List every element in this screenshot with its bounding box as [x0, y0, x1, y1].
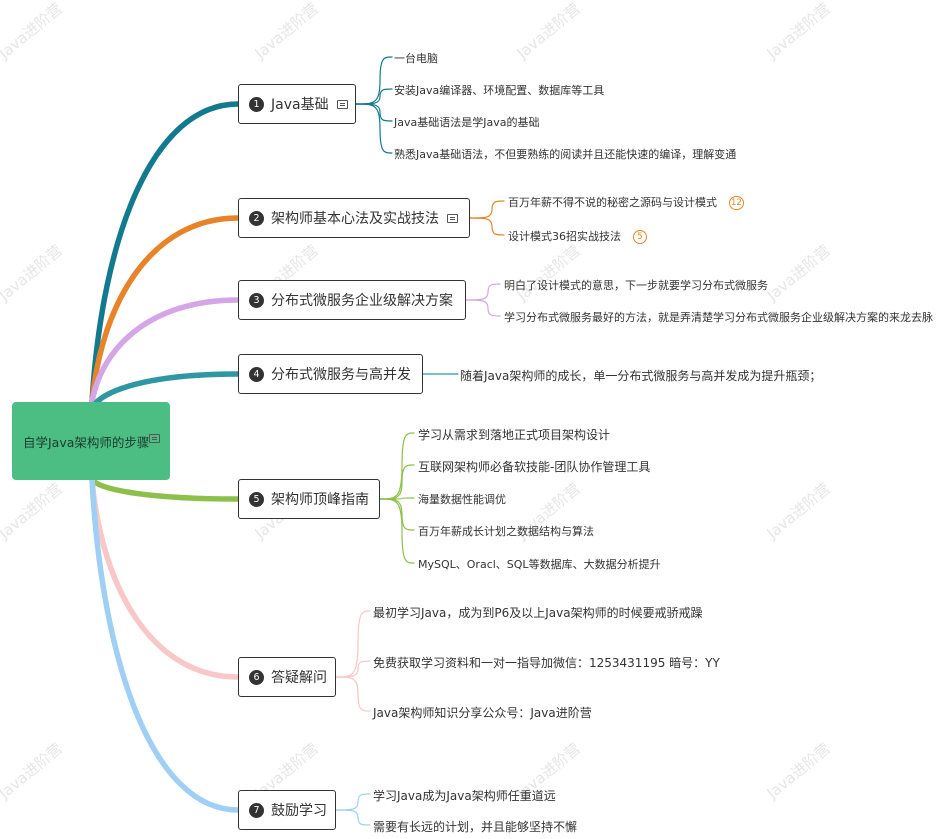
subtopic-connector: [379, 432, 415, 500]
subtopic[interactable]: Java基础语法是学Java的基础: [394, 116, 540, 129]
subtopic-connector: [465, 283, 501, 301]
subtopic-connector: [465, 299, 501, 317]
subtopic[interactable]: 学习Java成为Java架构师任重道远: [373, 789, 556, 803]
subtopic-connector: [355, 103, 393, 154]
branch-topic-7[interactable]: 7 鼓励学习: [238, 790, 336, 830]
number-badge: 4: [249, 366, 264, 382]
subtopic[interactable]: 海量数据性能调优: [418, 493, 506, 506]
note-icon[interactable]: [447, 213, 458, 223]
subtopic[interactable]: 学习分布式微服务最好的方法，就是弄清楚学习分布式微服务企业级解决方案的来龙去脉: [504, 311, 933, 324]
subtopic[interactable]: 免费获取学习资料和一对一指导加微信：1253431195 暗号：YY: [373, 656, 720, 670]
subtopic-connector: [355, 56, 393, 105]
branch-topic-1[interactable]: 1 Java基础: [238, 84, 356, 124]
branch-topic-5[interactable]: 5 架构师顶峰指南: [238, 479, 380, 519]
branch-connector: [89, 371, 241, 411]
subtopic-connector: [335, 809, 371, 826]
subtopic-connector: [379, 498, 415, 564]
branch-connector: [89, 215, 241, 405]
subtopic[interactable]: 百万年薪成长计划之数据结构与算法: [418, 525, 594, 538]
branch-title: 分布式微服务企业级解决方案: [271, 293, 453, 309]
note-icon[interactable]: [149, 434, 160, 443]
number-badge: 3: [249, 292, 264, 308]
root-topic[interactable]: 自学Java架构师的步骤: [12, 402, 170, 480]
number-badge: 5: [249, 491, 264, 507]
branch-title: Java基础: [271, 97, 329, 113]
number-badge: 6: [249, 669, 264, 685]
subtopic-text: 百万年薪不得不说的秘密之源码与设计模式: [508, 196, 717, 209]
count-badge: 12: [729, 196, 744, 210]
number-badge: 2: [249, 210, 264, 226]
branch-connector: [89, 101, 241, 405]
root-topic-title: 自学Java架构师的步骤: [23, 434, 150, 450]
subtopic[interactable]: 百万年薪不得不说的秘密之源码与设计模式 12: [508, 194, 744, 210]
branch-topic-6[interactable]: 6 答疑解问: [238, 657, 336, 697]
branch-title: 架构师顶峰指南: [271, 492, 369, 508]
subtopic[interactable]: 需要有长远的计划，并且能够坚持不懈: [373, 820, 578, 834]
branch-topic-4[interactable]: 4 分布式微服务与高并发: [238, 354, 423, 394]
branch-topic-2[interactable]: 2 架构师基本心法及实战技法: [238, 198, 470, 238]
subtopic[interactable]: 一台电脑: [394, 52, 438, 65]
branch-connector: [89, 477, 241, 813]
subtopic[interactable]: 随着Java架构师的成长，单一分布式微服务与高并发成为提升瓶颈；: [460, 369, 822, 383]
subtopic[interactable]: 最初学习Java，成为到P6及以上Java架构师的时候要戒骄戒躁: [373, 606, 703, 620]
branch-title: 分布式微服务与高并发: [271, 367, 411, 383]
subtopic[interactable]: 熟悉Java基础语法，不但要熟练的阅读并且还能快速的编译，理解变通: [394, 148, 737, 161]
subtopic-connector: [335, 660, 371, 678]
subtopic[interactable]: MySQL、Oracl、SQL等数据库、大数据分析提升: [418, 558, 661, 571]
subtopic-connector: [335, 793, 371, 811]
branch-title: 架构师基本心法及实战技法: [271, 211, 439, 227]
subtopic-connector: [335, 610, 371, 678]
branch-topic-3[interactable]: 3 分布式微服务企业级解决方案: [238, 280, 466, 320]
number-badge: 7: [249, 802, 264, 818]
branch-connector: [89, 297, 241, 405]
subtopic-connector: [469, 200, 505, 219]
branch-title: 鼓励学习: [271, 803, 327, 819]
subtopic[interactable]: 设计模式36招实战技法 5: [508, 228, 647, 244]
number-badge: 1: [249, 96, 264, 112]
branch-connector: [89, 477, 241, 502]
subtopic[interactable]: 互联网架构师必备软技能-团队协作管理工具: [418, 460, 651, 474]
subtopic[interactable]: 安装Java编译器、环境配置、数据库等工具: [394, 84, 605, 97]
subtopic[interactable]: Java架构师知识分享公众号：Java进阶营: [373, 706, 592, 720]
branch-title: 答疑解问: [271, 670, 327, 686]
subtopic[interactable]: 明白了设计模式的意思，下一步就要学习分布式微服务: [504, 279, 768, 292]
branch-connector: [89, 477, 241, 680]
subtopic-connector: [335, 676, 371, 712]
subtopic[interactable]: 学习从需求到落地正式项目架构设计: [418, 428, 611, 442]
count-badge: 5: [633, 230, 647, 244]
subtopic-text: 设计模式36招实战技法: [508, 230, 621, 243]
subtopic-connector: [469, 217, 505, 236]
note-icon[interactable]: [336, 99, 348, 109]
